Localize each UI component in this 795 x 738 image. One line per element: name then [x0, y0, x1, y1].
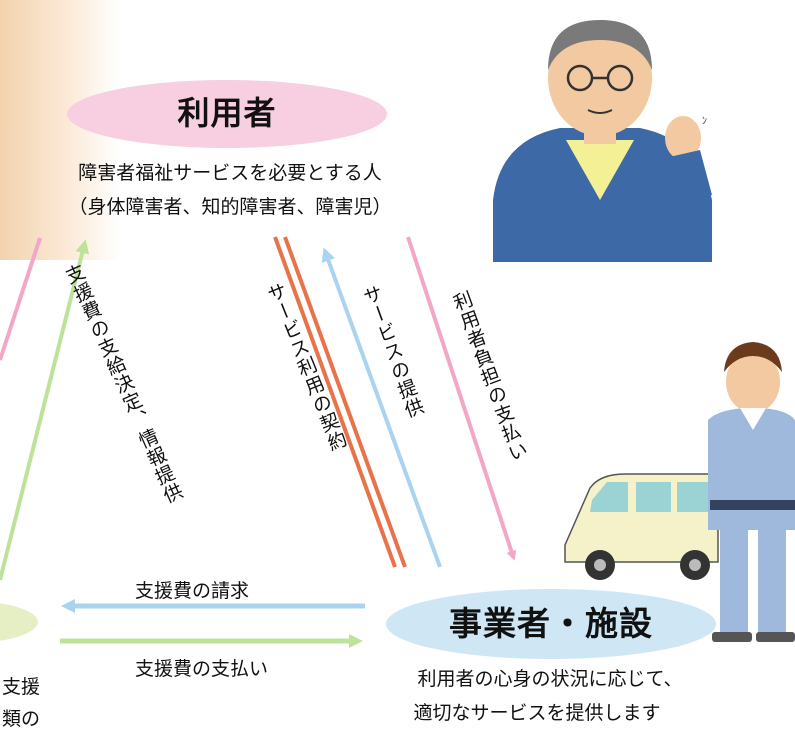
- van-illustration: [564, 473, 719, 580]
- user-payment-arrow: [406, 236, 517, 561]
- worker-illustration: [708, 342, 795, 642]
- provider-desc-line1: 利用者の心身の状況に応じて、: [417, 668, 683, 690]
- provider-title: 事業者・施設: [449, 604, 653, 643]
- user-title: 利用者: [177, 94, 277, 132]
- service-contract-line-2: [283, 236, 407, 568]
- municipality-desc-fragment2: 類の: [2, 708, 41, 730]
- user-oval: [67, 80, 387, 148]
- user-desc-line2: （身体障害者、知的障害者、障害児）: [68, 196, 392, 218]
- left-pink-arrow: [0, 237, 42, 361]
- provider-desc-line2: 適切なサービスを提供します: [413, 702, 661, 724]
- subsidy-decision-arrow: [0, 239, 90, 581]
- svg-text:ﾝ: ﾝ: [702, 116, 707, 127]
- service-contract-line-1: [273, 236, 397, 568]
- municipality-oval: [0, 603, 38, 641]
- subsidy-claim-label: 支援費の請求: [135, 580, 250, 602]
- user-desc-line1: 障害者福祉サービスを必要とする人: [78, 162, 382, 184]
- municipality-desc-fragment1: 支援: [2, 676, 41, 698]
- elderly-man-illustration: ﾝ: [493, 20, 712, 262]
- subsidy-payment-label: 支援費の支払い: [135, 658, 269, 680]
- service-provision-arrow: [321, 247, 442, 568]
- provider-oval: [386, 589, 716, 659]
